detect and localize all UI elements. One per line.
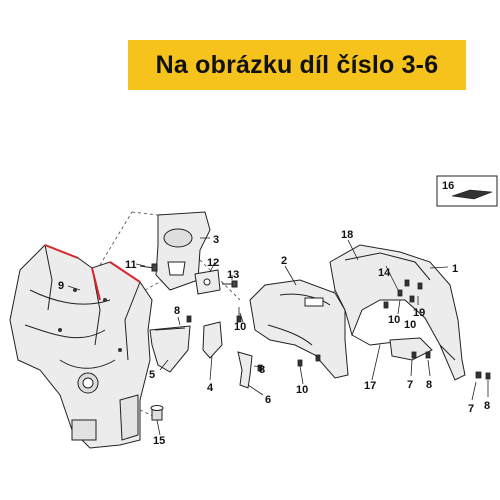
- callout-10b: 10: [296, 384, 308, 396]
- highlight-edges: [44, 244, 141, 301]
- callout-11: 11: [125, 259, 137, 271]
- callout-13: 13: [227, 269, 239, 281]
- callout-7b: 7: [468, 403, 474, 415]
- callout-2: 2: [281, 255, 287, 267]
- callout-8c: 8: [426, 379, 432, 391]
- part-4-plate: [202, 321, 223, 359]
- leader-lines: [67, 237, 489, 436]
- callout-3: 3: [213, 234, 219, 246]
- part-6-clip: [237, 351, 253, 389]
- callout-10d: 10: [404, 319, 416, 331]
- callout-14: 14: [378, 267, 391, 279]
- banner-text: Na obrázku díl číslo 3-6: [155, 50, 439, 79]
- callout-12: 12: [207, 257, 219, 269]
- callout-19: 19: [413, 307, 425, 319]
- callout-8b: 8: [259, 364, 265, 376]
- callout-1: 1: [452, 263, 458, 275]
- callout-18: 18: [341, 229, 353, 241]
- gasket-strip-icon: [451, 189, 493, 200]
- part-2-inner-cover: [249, 279, 349, 379]
- callout-10c: 10: [388, 314, 400, 326]
- part-17-trim: [389, 337, 433, 361]
- callout-7a: 7: [407, 379, 413, 391]
- callout-4: 4: [207, 382, 214, 394]
- legend-label: 16: [442, 180, 454, 192]
- part-15-grommet: [150, 405, 164, 421]
- callout-8d: 8: [484, 400, 490, 412]
- callout-10a: 10: [234, 321, 246, 333]
- callout-9: 9: [58, 280, 64, 292]
- body-fasteners: [58, 288, 122, 352]
- legend-box-16: 16: [436, 175, 498, 207]
- fasteners: [186, 279, 491, 380]
- part-11-screw: [139, 263, 158, 272]
- callout-15: 15: [153, 435, 165, 447]
- callout-5: 5: [149, 369, 155, 381]
- part-1-side-panel: [329, 244, 466, 381]
- callout-8a: 8: [174, 305, 180, 317]
- part-12-bracket: [194, 269, 221, 295]
- part-13-screw: [222, 280, 238, 288]
- callout-17: 17: [364, 380, 376, 392]
- callouts: 1 2 3 4 5 6 7 7 8 8 8 8 9 10 10 10 10 11…: [58, 229, 490, 447]
- callout-6: 6: [265, 394, 271, 406]
- part-5-bracket: [149, 325, 191, 373]
- title-banner: Na obrázku díl číslo 3-6: [128, 40, 466, 90]
